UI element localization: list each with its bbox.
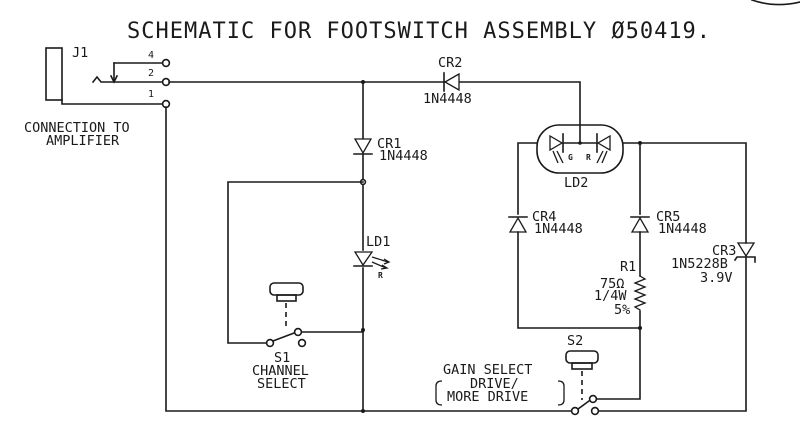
s1-blade	[271, 331, 296, 343]
s1-common-terminal	[265, 338, 275, 348]
s1-no-terminal	[293, 327, 303, 337]
cr3-part: 1N5228B	[671, 256, 728, 272]
connector-caption-2: AMPLIFIER	[46, 133, 120, 149]
ld2-red-mark: R	[586, 153, 591, 162]
connector-caption-1: CONNECTION TO	[24, 120, 130, 136]
cr3-triangle	[736, 242, 756, 258]
diode-cr5: CR5 1N4448	[630, 209, 707, 237]
wire-s1-loop	[227, 181, 364, 344]
jack-body	[45, 47, 63, 101]
s1-ref: S1	[274, 350, 290, 366]
pin-1-label: 1	[148, 89, 154, 100]
left-bracket	[435, 380, 443, 406]
cr1-ref: CR1	[377, 136, 401, 152]
wire-ld2-right	[622, 142, 747, 244]
cr1-part: 1N4448	[379, 148, 428, 164]
s1-caption-2: SELECT	[257, 376, 306, 392]
s2-caption-1: GAIN SELECT	[443, 362, 532, 378]
s1-caption-1: CHANNEL	[252, 363, 309, 379]
switch-s1[interactable]: S1 CHANNEL SELECT	[252, 282, 309, 392]
tip-contact	[91, 75, 164, 84]
diode-cr1: CR1 1N4448	[353, 136, 428, 164]
diode-cr2: CR2 1N4448	[423, 55, 472, 107]
s2-common-terminal	[570, 406, 580, 416]
led-ld1: LD1 R	[353, 234, 391, 280]
j1-label: J1	[72, 45, 88, 61]
switch-s2[interactable]: S2 GAIN SELECT DRIVE/ MORE DRIVE	[435, 333, 600, 416]
cr2-triangle	[443, 72, 460, 92]
s1-button-cap[interactable]	[269, 282, 304, 296]
zener-cr3: CR3 1N5228B 3.9V	[671, 242, 756, 286]
wire-ground-rail	[165, 106, 573, 412]
s2-caption-3: MORE DRIVE	[447, 389, 528, 405]
wire-cr2-to-ld2	[459, 81, 581, 143]
s1-button-stem	[276, 294, 297, 302]
s2-button-cap[interactable]	[565, 350, 599, 364]
r1-value: 75Ω	[600, 276, 624, 292]
junction	[361, 328, 365, 332]
r1-power: 1/4W	[594, 288, 627, 304]
ld1-ref: LD1	[366, 234, 390, 250]
corner-mark	[750, 0, 800, 6]
cr5-ref: CR5	[656, 209, 680, 225]
cr3-value: 3.9V	[700, 270, 733, 286]
s2-button-stem	[571, 362, 593, 370]
cr4-ref: CR4	[532, 209, 556, 225]
s2-no-terminal	[588, 394, 598, 404]
diode-cr4: CR4 1N4448	[508, 209, 583, 237]
cr5-triangle	[630, 216, 650, 233]
ld1-triangle	[353, 251, 374, 267]
wire-ld2-left	[517, 142, 538, 215]
ld2-ref: LD2	[564, 175, 588, 191]
right-bracket	[557, 380, 565, 406]
connector-j1: J1 4 2 1 CONNECTION TO AMPLIFIER	[24, 45, 171, 149]
r1-ref: R1	[620, 259, 636, 275]
cr1-triangle	[353, 138, 373, 155]
ld1-color: R	[378, 271, 383, 280]
resistor-r1: R1 75Ω 1/4W 5%	[594, 259, 647, 318]
cr2-part: 1N4448	[423, 91, 472, 107]
s2-caption-2: DRIVE/	[470, 376, 519, 392]
junction	[361, 409, 365, 413]
s2-nc-terminal	[590, 406, 600, 416]
pin-2-label: 2	[148, 68, 154, 79]
pin-4-label: 4	[148, 50, 154, 61]
cr4-triangle	[508, 216, 528, 233]
s2-blade	[576, 399, 591, 411]
r1-tolerance: 5%	[614, 302, 630, 318]
cr5-part: 1N4448	[658, 221, 707, 237]
cr2-ref: CR2	[438, 55, 462, 71]
ld2-package	[536, 124, 624, 174]
cr4-part: 1N4448	[534, 221, 583, 237]
led-ld2: G R LD2	[536, 124, 624, 191]
s1-nc-terminal	[297, 338, 307, 348]
ld2-green-mark: G	[568, 153, 573, 162]
r1-zigzag	[633, 275, 647, 312]
cr3-zener-bar	[733, 256, 756, 263]
junction	[638, 326, 642, 330]
pin-4-terminal	[161, 58, 171, 68]
schematic-title: SCHEMATIC FOR FOOTSWITCH ASSEMBLY Ø50419…	[127, 19, 711, 44]
s2-ref: S2	[567, 333, 583, 349]
cr3-ref: CR3	[712, 243, 736, 259]
